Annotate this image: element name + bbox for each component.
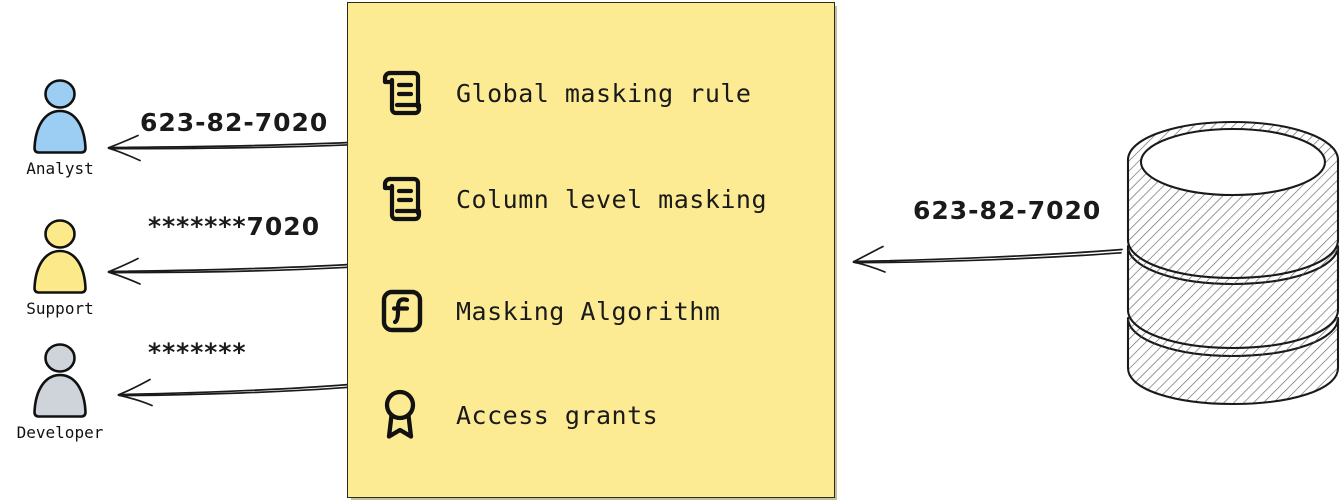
arrow-card-to-analyst [107, 134, 351, 162]
policy-item-label: Masking Algorithm [456, 296, 721, 326]
arrow-card-to-support [107, 257, 351, 285]
scroll-icon [376, 173, 434, 225]
policy-card: Global masking rule Column level masking [347, 2, 835, 498]
policy-item-access-grants[interactable]: Access grants [376, 383, 658, 447]
policy-item-masking-algorithm[interactable]: Masking Algorithm [376, 279, 720, 343]
flow-label-card-to-developer: ******* [148, 338, 247, 367]
actor-label-support: Support [26, 299, 94, 318]
arrow-card-to-developer [117, 378, 351, 407]
policy-item-column-level-masking[interactable]: Column level masking [376, 167, 767, 231]
person-icon [33, 343, 87, 418]
policy-item-global-masking-rule[interactable]: Global masking rule [376, 61, 751, 125]
actor-support[interactable]: Support [0, 218, 120, 318]
arrow-db-to-card [852, 245, 1123, 273]
function-box-icon [376, 285, 434, 337]
flow-label-card-to-support: *******7020 [148, 212, 321, 241]
award-ribbon-icon [376, 387, 434, 443]
flow-label-card-to-analyst: 623-82-7020 [140, 108, 329, 137]
policy-item-label: Global masking rule [456, 78, 752, 108]
actor-developer[interactable]: Developer [0, 342, 120, 442]
database-cylinder-icon [1122, 118, 1340, 408]
policy-item-label: Access grants [456, 400, 659, 430]
person-icon [33, 79, 87, 154]
person-icon [33, 219, 87, 294]
scroll-icon [376, 67, 434, 119]
actor-label-developer: Developer [16, 423, 104, 442]
flow-label-db-to-card: 623-82-7020 [913, 196, 1102, 225]
actor-analyst[interactable]: Analyst [0, 78, 120, 178]
policy-item-label: Column level masking [456, 184, 768, 214]
actor-label-analyst: Analyst [26, 159, 94, 178]
